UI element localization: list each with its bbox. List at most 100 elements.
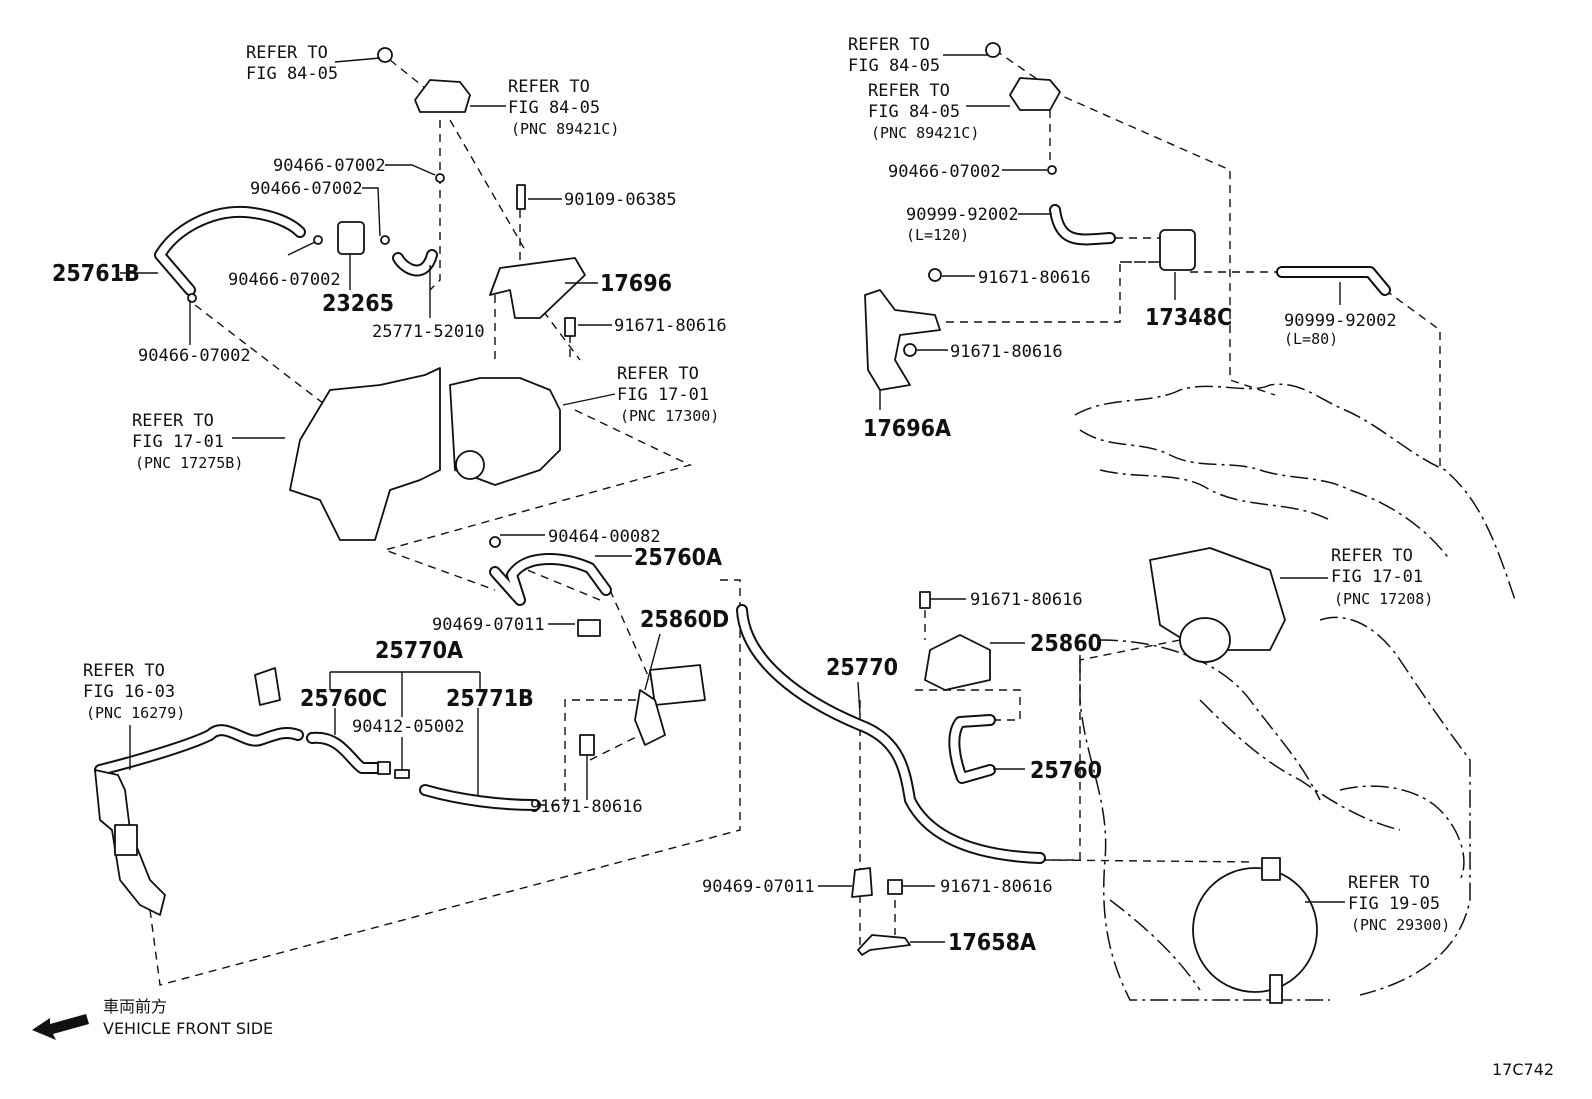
part-label: 90999-92002 [906,205,1019,225]
hoses [94,204,1391,864]
part-label: 25770 [826,655,898,681]
pipe-fitting-16279 [254,667,281,706]
bolt-90109 [516,184,526,210]
components [94,42,1318,1004]
part-label: 25760 [1030,758,1102,784]
part-label: 25771-52010 [372,322,485,342]
front-direction-arrow-icon [32,1014,89,1040]
part-label: 25760A [634,545,722,571]
throttle-body-17208 [1149,547,1286,651]
bolt-icon [579,734,595,756]
ref-r4-l2: FIG 84-05 [868,102,960,122]
part-label: 25760C [300,686,387,712]
hose-25770 [736,604,1046,864]
clip-icon [435,173,445,183]
part-label: 90464-00082 [548,527,661,547]
part-label: 25860 [1030,631,1102,657]
ref-r6-l2: FIG 17-01 [132,432,224,452]
ref-r9-l3: (PNC 29300) [1351,916,1450,934]
part-label: 25771B [446,686,534,712]
ref-r5-l1: REFER TO [617,364,699,384]
bracket-25860D [634,689,666,746]
part-label: 90466-07002 [228,270,341,290]
bracket-17696A [864,289,941,391]
filter-23265 [337,221,365,255]
water-outlet-17275b [289,367,441,541]
ref-r7-l3: (PNC 17208) [1334,590,1433,608]
ref-r2-l2: FIG 84-05 [508,98,600,118]
filter-17348C [1159,229,1196,271]
pipe-16279-joint [114,824,138,856]
part-label: 17348C [1145,305,1232,331]
part-label: 25761B [52,261,140,287]
bolt-icon [377,47,393,63]
union-90412-b [394,769,410,779]
clamp-90469-right [851,867,873,898]
part-label: 25860D [640,607,729,633]
bracket-17696 [489,257,586,319]
ref-r8-l3: (PNC 16279) [86,704,185,722]
part-label: 90466-07002 [888,162,1001,182]
part-label: 91671-80616 [950,342,1063,362]
part-label: 90469-07011 [702,877,815,897]
ref-r7-l1: REFER TO [1331,546,1413,566]
ref-r1-l1: REFER TO [246,43,328,63]
vacuum-pump-29300 [1192,867,1318,993]
part-labels: 90466-07002 90466-07002 90466-07002 9046… [52,156,1397,956]
clip-icon [1047,165,1057,175]
sensor-89421c-right [1009,77,1061,111]
clip-icon [380,235,390,245]
ref-r4-l3: (PNC 89421C) [871,124,979,142]
bolt-icon [928,268,942,282]
ref-r9-l2: FIG 19-05 [1348,894,1440,914]
part-label: 90999-92002 [1284,311,1397,331]
sensor-89421c-left [414,79,471,113]
vacuum-pump-port [1261,857,1281,881]
part-label: 17696 [600,271,672,297]
part-label: 91671-80616 [970,590,1083,610]
clip-icon [187,293,197,303]
ref-r2-l1: REFER TO [508,77,590,97]
part-label: 90466-07002 [250,179,363,199]
part-label: 91671-80616 [978,268,1091,288]
ref-r5-l2: FIG 17-01 [617,385,709,405]
ref-r8-l1: REFER TO [83,661,165,681]
clamp-90469-left [577,619,601,637]
ref-r6-l3: (PNC 17275B) [135,454,243,472]
ref-r8-l2: FIG 16-03 [83,682,175,702]
vacuum-pump-drain [1269,974,1283,1004]
part-label: 90466-07002 [273,156,386,176]
vsv-25860 [924,634,991,691]
ref-r3-l2: FIG 84-05 [848,56,940,76]
bolt-icon [564,317,576,337]
bolt-icon [903,343,917,357]
part-label: 23265 [322,291,394,317]
ref-r7-l2: FIG 17-01 [1331,567,1423,587]
union-90412 [377,761,391,775]
throttle-port [455,450,485,480]
part-label: 91671-80616 [530,797,643,817]
ref-r6-l1: REFER TO [132,411,214,431]
part-label: 91671-80616 [940,877,1053,897]
direction-label-en: VEHICLE FRONT SIDE [103,1019,273,1038]
footer: 車両前方 VEHICLE FRONT SIDE 17C742 [32,997,1554,1079]
leader-lines [120,54,1345,943]
direction-label-jp: 車両前方 [103,997,167,1016]
ref-r3-l1: REFER TO [848,35,930,55]
engine-block-outline [1074,383,1516,1001]
bolt-icon [887,879,903,895]
ref-r2-l3: (PNC 89421C) [511,120,619,138]
part-label: 90469-07011 [432,615,545,635]
part-label: (L=120) [906,226,969,244]
part-label: 17696A [863,416,951,442]
part-label: 25770A [375,638,463,664]
part-label: 90466-07002 [138,346,251,366]
clip-icon [313,235,323,245]
part-label: 90412-05002 [352,717,465,737]
part-label: 90109-06385 [564,190,677,210]
clamp-90464 [489,536,501,548]
part-label: 17658A [948,930,1036,956]
bolt-icon [919,591,931,609]
